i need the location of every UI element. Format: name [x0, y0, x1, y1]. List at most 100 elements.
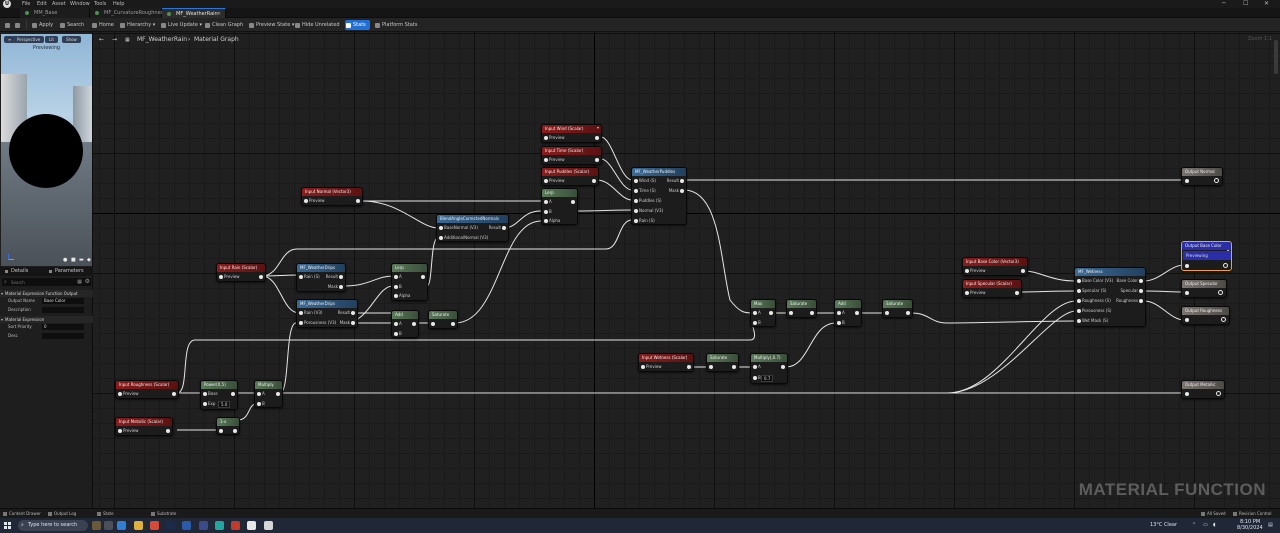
node-blend-normals[interactable]: BlendAngleCorrectedNormals BaseNormal (V…: [436, 214, 509, 242]
pin-b[interactable]: B: [752, 320, 761, 326]
steam-icon[interactable]: [166, 521, 175, 530]
pin-output[interactable]: [356, 199, 360, 203]
preview-toggle-icon[interactable]: [1221, 317, 1226, 322]
exp-value-field[interactable]: 5.0: [218, 401, 231, 408]
node-mf-weather-drips-2[interactable]: MF_WeatherDrips Rain (V3) Porousness (V3…: [296, 299, 358, 328]
menu-window[interactable]: Window: [70, 1, 90, 7]
node-one-minus[interactable]: 1-x: [216, 417, 240, 435]
chrome-browser-icon[interactable]: [150, 521, 159, 530]
pin-result[interactable]: Result: [667, 178, 685, 184]
photoshop-icon[interactable]: [182, 521, 191, 530]
revision-control-button[interactable]: Revision Control: [1232, 510, 1271, 518]
preview-toggle-icon[interactable]: [1223, 263, 1228, 268]
notifications-icon[interactable]: ▤: [1268, 522, 1273, 528]
plane-preview-icon[interactable]: ▬: [79, 257, 84, 263]
pin-preview[interactable]: Preview: [640, 364, 662, 370]
pin-b[interactable]: B: [543, 209, 552, 215]
tab-mf-weather-rain[interactable]: MF_WeatherRain ✕: [162, 8, 226, 18]
pin-output[interactable]: [595, 158, 599, 162]
pin-specular[interactable]: Specular (S): [1076, 288, 1106, 294]
browse-icon[interactable]: [14, 20, 22, 30]
viewport-menu-button[interactable]: ≡: [4, 36, 16, 43]
pin-b[interactable]: B: [836, 320, 845, 326]
sort-priority-field[interactable]: 0: [42, 324, 84, 330]
maximize-icon[interactable]: ☐: [1243, 0, 1249, 7]
node-saturate-3[interactable]: Saturate: [882, 299, 913, 318]
pin-base-normal[interactable]: BaseNormal (V3): [438, 225, 478, 231]
pin-output[interactable]: [595, 136, 599, 140]
unreal-engine-icon[interactable]: [247, 521, 256, 530]
pin-rain[interactable]: Rain (S): [298, 274, 320, 280]
pin-roughness-out[interactable]: Roughness: [1116, 298, 1144, 304]
breadcrumb-asset[interactable]: MF_WeatherRain: [137, 36, 188, 43]
menu-file[interactable]: File: [22, 1, 31, 7]
graph-scrollbar[interactable]: [1274, 40, 1278, 74]
menu-edit[interactable]: Edit: [37, 1, 47, 7]
pin-output[interactable]: [166, 429, 170, 433]
menu-tools[interactable]: Tools: [94, 1, 107, 7]
node-output-metallic[interactable]: Output Metallic: [1181, 380, 1225, 399]
pin-output[interactable]: [231, 392, 235, 396]
content-drawer-button[interactable]: Content Drawer: [2, 510, 41, 518]
pin-preview[interactable]: Preview: [964, 268, 986, 274]
pin-a[interactable]: A: [836, 310, 845, 316]
node-input-wind[interactable]: Input Wind (Scalar) ▾ Preview: [541, 124, 602, 143]
pin-input[interactable]: [1185, 318, 1189, 322]
taskbar-app-icon[interactable]: [92, 521, 101, 530]
pin-output[interactable]: [781, 365, 785, 369]
output-log-button[interactable]: Output Log: [47, 510, 76, 518]
chevron-down-icon[interactable]: ▾: [1227, 248, 1229, 253]
taskbar-date[interactable]: 8/30/2024: [1237, 525, 1263, 531]
taskbar-time[interactable]: 8:10 PM: [1240, 519, 1261, 525]
node-multiply-07[interactable]: Multiply(,0.7) A B 0.7: [750, 353, 788, 384]
pin-additional-normal[interactable]: AdditionalNormal (V3): [438, 235, 488, 241]
preview-toggle-icon[interactable]: [1218, 290, 1223, 295]
state-tab[interactable]: State: [96, 510, 114, 518]
pin-output[interactable]: [421, 275, 425, 279]
edge-browser-icon[interactable]: [117, 521, 126, 530]
pin-output[interactable]: [1021, 269, 1025, 273]
pin-preview[interactable]: Preview: [543, 135, 565, 141]
all-saved-status[interactable]: All Saved: [1200, 510, 1226, 518]
lit-button[interactable]: Lit: [45, 36, 58, 43]
node-add[interactable]: Add A B: [391, 310, 419, 338]
node-input-wetness[interactable]: Input Wetness (Scalar) Preview: [638, 353, 694, 372]
node-mf-weather-puddles[interactable]: MF_WeatherPuddles Wind (S) Time (S) Pudd…: [631, 167, 687, 225]
pin-output[interactable]: [592, 179, 596, 183]
file-explorer-icon[interactable]: [134, 521, 143, 530]
pin-output[interactable]: [412, 322, 416, 326]
pin-output[interactable]: [276, 392, 280, 396]
pin-normal[interactable]: Normal (V3): [633, 208, 663, 214]
hide-unrelated-button[interactable]: Hide Unrelated: [294, 20, 340, 30]
live-update-button[interactable]: Live Update ▾: [160, 20, 202, 30]
cube-preview-icon[interactable]: ■: [71, 257, 76, 263]
menu-help[interactable]: Help: [113, 1, 125, 7]
volume-icon[interactable]: ◖: [1213, 522, 1216, 528]
pin-input[interactable]: [1185, 392, 1189, 396]
node-saturate-4[interactable]: Saturate: [706, 353, 739, 372]
pin-output[interactable]: [451, 322, 455, 326]
windows-start-icon[interactable]: [4, 522, 11, 529]
taskbar-search[interactable]: ⌕ Type here to search: [18, 520, 88, 531]
node-output-base-color[interactable]: Output Base Color ▾ Previewing: [1181, 241, 1232, 271]
app-icon[interactable]: [231, 521, 240, 530]
pin-wind[interactable]: Wind (S): [633, 178, 656, 184]
node-max[interactable]: Max A B: [750, 299, 776, 327]
pin-preview[interactable]: Preview: [303, 198, 325, 204]
pin-b[interactable]: B: [256, 401, 265, 407]
pin-preview[interactable]: Preview: [543, 157, 565, 163]
node-power[interactable]: Power(X,5) Base Exp 5.0: [200, 380, 238, 410]
node-output-roughness[interactable]: Output Roughness: [1181, 306, 1230, 325]
apply-button[interactable]: Apply: [31, 20, 53, 30]
pin-time[interactable]: Time (S): [633, 188, 656, 194]
pin-output[interactable]: [810, 311, 814, 315]
pin-a[interactable]: A: [393, 274, 402, 280]
node-output-specular[interactable]: Output Specular: [1181, 279, 1227, 298]
clean-graph-button[interactable]: Clean Graph: [204, 20, 243, 30]
pin-b[interactable]: B: [393, 331, 402, 337]
pin-base-color[interactable]: Base Color (V3): [1076, 278, 1113, 284]
pin-output[interactable]: [855, 311, 859, 315]
node-mf-weather-drips[interactable]: MF_WeatherDrips Rain (S) Result Mask: [296, 263, 346, 292]
node-multiply[interactable]: Multiply A B: [254, 380, 283, 408]
pin-output[interactable]: [233, 429, 237, 433]
